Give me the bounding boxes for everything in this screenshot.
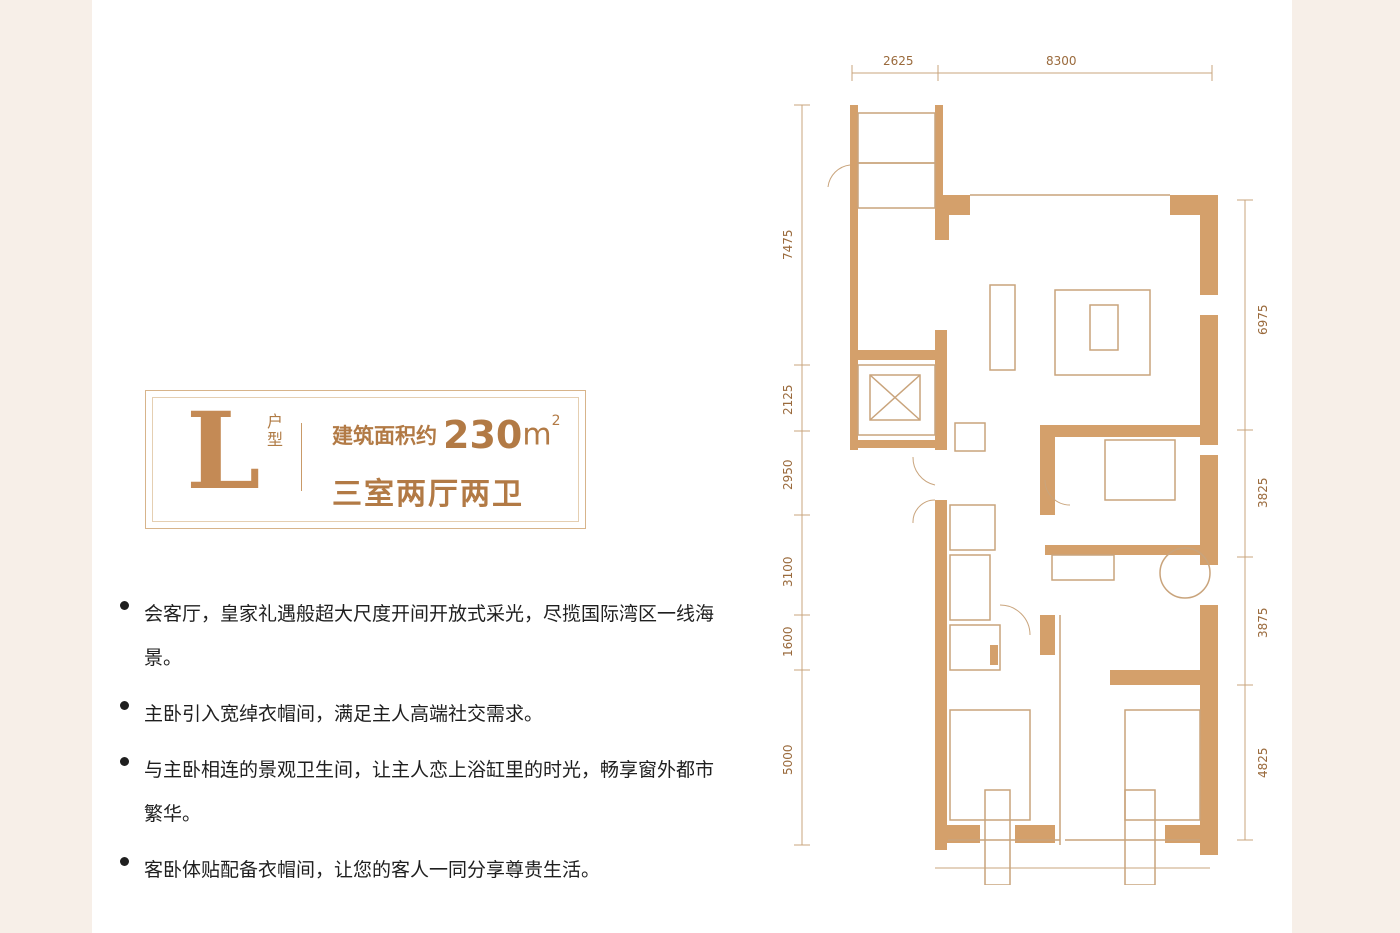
feature-text: 与主卧相连的景观卫生间，让主人恋上浴缸里的时光，畅享窗外都市繁华。 [144, 759, 715, 825]
bullet-icon [120, 701, 129, 710]
top-dimension-line [851, 65, 1213, 81]
door-swings [827, 164, 1071, 636]
bullet-icon [120, 757, 129, 766]
feature-item: 主卧引入宽绰衣帽间，满足主人高端社交需求。 [118, 692, 718, 736]
dim-left-2: 2950 [781, 459, 795, 490]
page-panel [92, 0, 1292, 933]
dim-left-4: 1600 [781, 626, 795, 657]
bullet-icon [120, 601, 129, 610]
dim-right-1: 3825 [1256, 477, 1270, 508]
walls [850, 105, 1218, 855]
feature-text: 会客厅，皇家礼遇般超大尺度开间开放式采光，尽揽国际湾区一线海景。 [144, 603, 715, 669]
dim-top-0: 2625 [883, 54, 914, 68]
unit-type-label: 户型 [264, 413, 283, 449]
interior-lines [857, 112, 1211, 885]
feature-item: 与主卧相连的景观卫生间，让主人恋上浴缸里的时光，畅享窗外都市繁华。 [118, 748, 718, 836]
area-unit: m [522, 417, 552, 453]
feature-text: 主卧引入宽绰衣帽间，满足主人高端社交需求。 [144, 703, 544, 725]
feature-item: 客卧体贴配备衣帽间，让您的客人一同分享尊贵生活。 [118, 848, 718, 892]
dim-right-0: 6975 [1256, 304, 1270, 335]
left-dimension-line [794, 104, 810, 846]
dim-left-5: 5000 [781, 744, 795, 775]
area-label: 建筑面积约 [332, 424, 437, 448]
bullet-icon [120, 857, 129, 866]
feature-list: 会客厅，皇家礼遇般超大尺度开间开放式采光，尽揽国际湾区一线海景。 主卧引入宽绰衣… [118, 601, 718, 915]
badge-divider [301, 423, 302, 491]
dim-left-1: 2125 [781, 384, 795, 415]
dim-left-3: 3100 [781, 556, 795, 587]
dim-top-1: 8300 [1046, 54, 1077, 68]
feature-item: 会客厅，皇家礼遇般超大尺度开间开放式采光，尽揽国际湾区一线海景。 [118, 592, 718, 680]
area-superscript: 2 [551, 413, 561, 429]
dim-right-3: 4825 [1256, 747, 1270, 778]
floor-plan: 2625 8300 7475 2125 2950 3100 1600 5000 … [781, 54, 1270, 885]
dim-right-2: 3875 [1256, 607, 1270, 638]
dim-left-0: 7475 [781, 229, 795, 260]
room-layout: 三室两厅两卫 [332, 477, 524, 512]
unit-letter: L [186, 388, 261, 513]
area-value: 230 [443, 413, 523, 457]
unit-badge-inner-frame [152, 397, 579, 522]
right-dimension-line [1237, 199, 1253, 841]
feature-text: 客卧体贴配备衣帽间，让您的客人一同分享尊贵生活。 [144, 859, 601, 881]
